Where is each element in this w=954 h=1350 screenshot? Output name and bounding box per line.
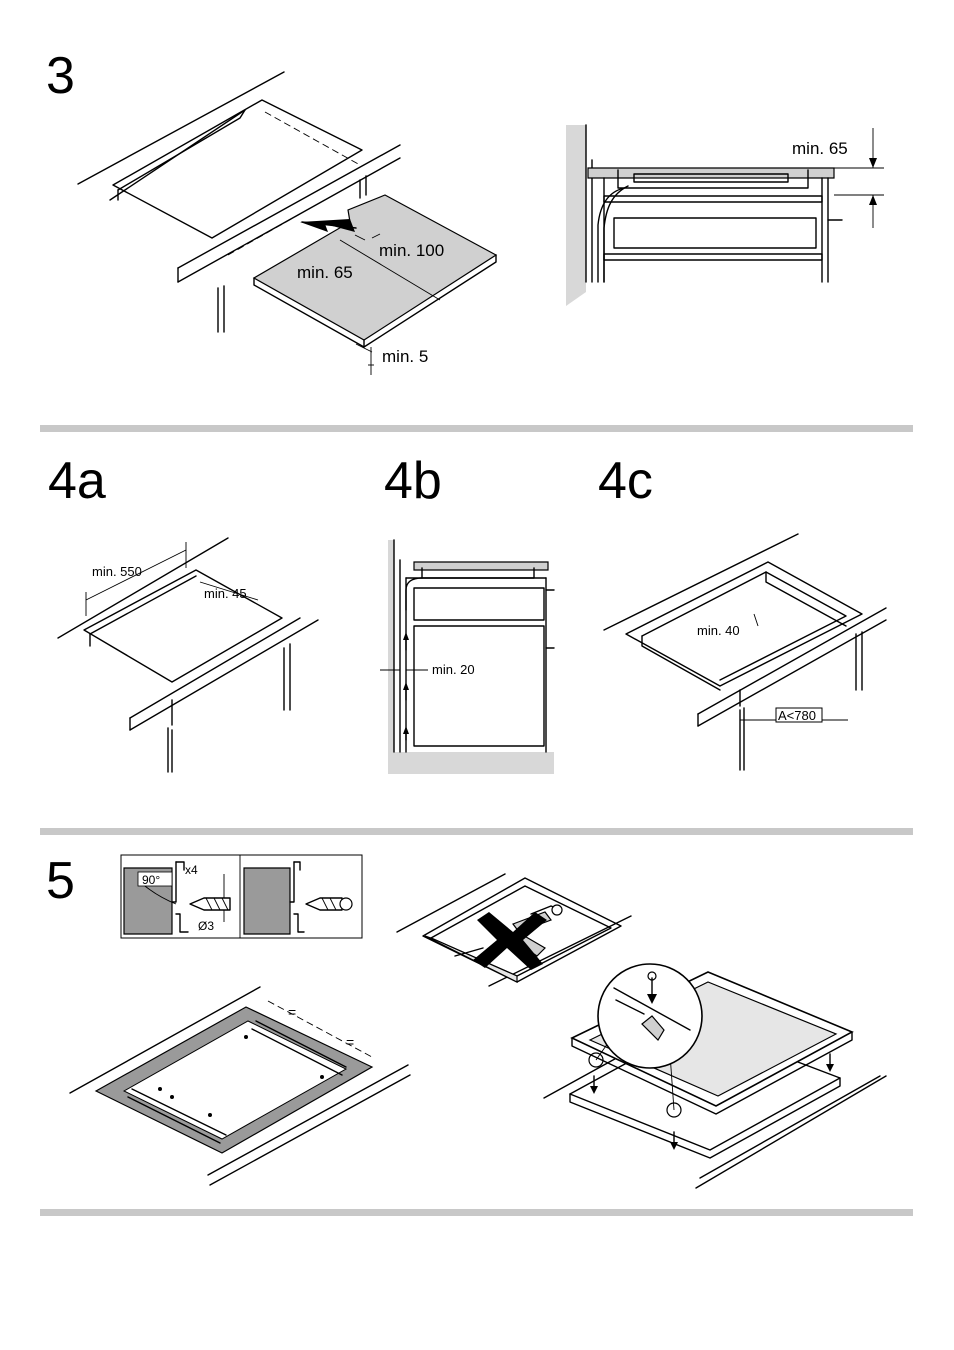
fig3-min100-label: min. 100 — [379, 241, 444, 260]
fig4b-diagram: min. 20 — [380, 539, 555, 774]
section-divider-1 — [40, 425, 913, 432]
fig3-min65-side-label: min. 65 — [792, 139, 848, 158]
fig4c-diagram: min. 40 A<780 — [603, 533, 887, 771]
fig5-diameter-label: Ø3 — [198, 919, 214, 933]
fig5-sealant-forbidden — [396, 873, 632, 987]
fig4a-min550-label: min. 550 — [92, 564, 142, 579]
fig5-drill-detail: 90° x4 Ø3 — [120, 854, 363, 939]
fig4a-min45-label: min. 45 — [204, 586, 247, 601]
fig4c-min40-label: min. 40 — [697, 623, 740, 638]
step-4a-number: 4a — [48, 452, 106, 510]
fig5-angle-label: 90° — [142, 873, 160, 887]
step-5-number: 5 — [46, 852, 75, 910]
step-4c-number: 4c — [598, 452, 653, 510]
section-divider-2 — [40, 828, 913, 835]
fig4b-min20-label: min. 20 — [432, 662, 475, 677]
section-divider-3 — [40, 1209, 913, 1216]
step-4b-number: 4b — [384, 452, 442, 510]
fig3-min5-label: min. 5 — [382, 347, 428, 366]
fig4c-a780-label: A<780 — [778, 708, 816, 723]
fig3-min65-board-label: min. 65 — [297, 263, 353, 282]
fig5-equal-2: = — [346, 1034, 354, 1050]
fig4a-diagram: min. 550 min. 45 — [57, 537, 319, 773]
fig5-hob-insertion — [543, 963, 887, 1189]
fig5-frame-clips: = = — [69, 986, 411, 1186]
fig5-x4-label: x4 — [185, 863, 198, 877]
fig5-equal-1: = — [288, 1004, 296, 1020]
step-3-number: 3 — [46, 47, 75, 105]
fig3-worktop-diagram: min. 100 min. 65 min. 5 min. 65 — [77, 71, 884, 375]
